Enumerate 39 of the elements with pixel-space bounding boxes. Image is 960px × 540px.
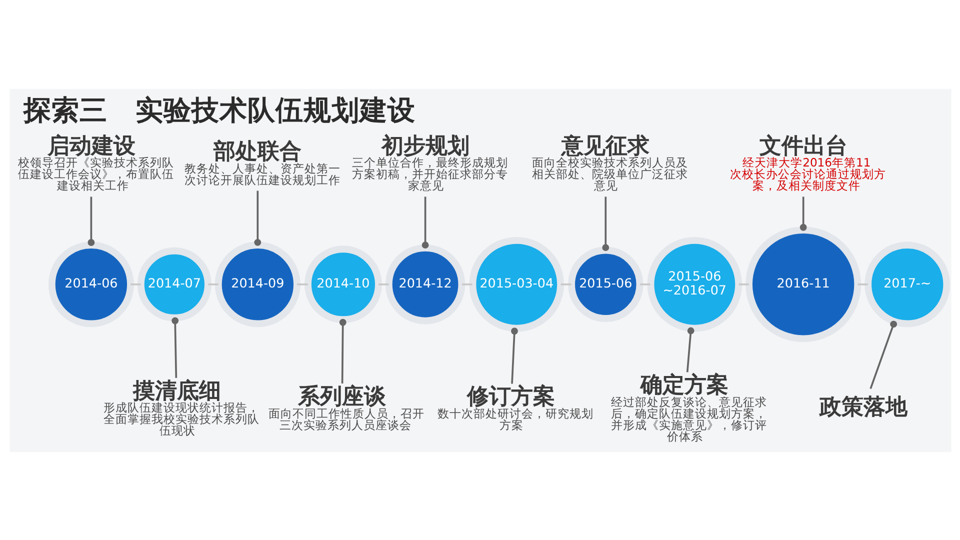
connector <box>378 282 388 285</box>
node-circle: 2015-06 ~2016-07 <box>646 236 742 332</box>
diagram-title: 探索三 实验技术队伍规划建设 <box>23 92 416 126</box>
node-text: 确定方案 经过部处反复谈论、意见征求后，确定队伍建设规划方案，并形成《实施意见》，修订评价体系 <box>610 372 766 443</box>
connector <box>130 282 140 285</box>
node-text: 意见征求 面向全校实验技术系列人员及相关部处、院级单位广泛征求意见 <box>532 133 688 192</box>
connector <box>208 282 218 285</box>
connector <box>602 196 609 251</box>
connector <box>640 282 650 285</box>
connector <box>686 326 694 372</box>
connector <box>338 318 346 384</box>
node-text: 启动建设 校领导召开《实验技术系列队伍建设工作会议》，布置队伍建设相关工作 <box>17 133 174 192</box>
connector <box>560 282 571 285</box>
connector <box>462 282 472 285</box>
node-circle: 2015-06 <box>568 246 643 322</box>
connector <box>510 327 518 384</box>
node-text: 系列座谈 面向不同工作性质人员，召开三次实验系列人员座谈会 <box>268 384 424 432</box>
node-circle: 2014-12 <box>384 244 465 324</box>
connector <box>87 196 94 246</box>
node-circle: 2014-06 <box>48 241 134 327</box>
connector <box>421 196 428 248</box>
node-circle: 2014-09 <box>214 241 300 327</box>
node-text: 文件出台 经天津大学2016年第11次校长办公会讨论通过规划方案，及相关制度文件 <box>729 133 886 192</box>
node-circle: 2014-07 <box>136 246 211 321</box>
node-text: 修订方案 数十次部处研讨会，研究规划方案 <box>436 384 593 432</box>
connector <box>869 320 897 388</box>
node-text: 初步规划 三个单位合作，最终形成规划方案初稿，并开始征求部分专家意见 <box>351 133 508 192</box>
connector <box>254 190 261 246</box>
node-text: 部处联合 教务处、人事处、资产处第一次讨论开展队伍建设规划工作 <box>184 139 340 186</box>
node-circle: 2014-10 <box>304 245 382 323</box>
node-text: 政策落地 <box>819 394 908 420</box>
node-circle: 2015-03-04 <box>468 236 564 332</box>
connector <box>799 196 806 230</box>
connector <box>857 282 868 285</box>
connector <box>296 282 308 285</box>
connector <box>171 316 178 378</box>
connector <box>738 282 748 285</box>
node-text: 摸清底细 形成队伍建设现状统计报告，全面掌握我校实验技术系列队伍现状 <box>102 378 259 438</box>
node-circle: 2016-11 <box>745 226 861 342</box>
